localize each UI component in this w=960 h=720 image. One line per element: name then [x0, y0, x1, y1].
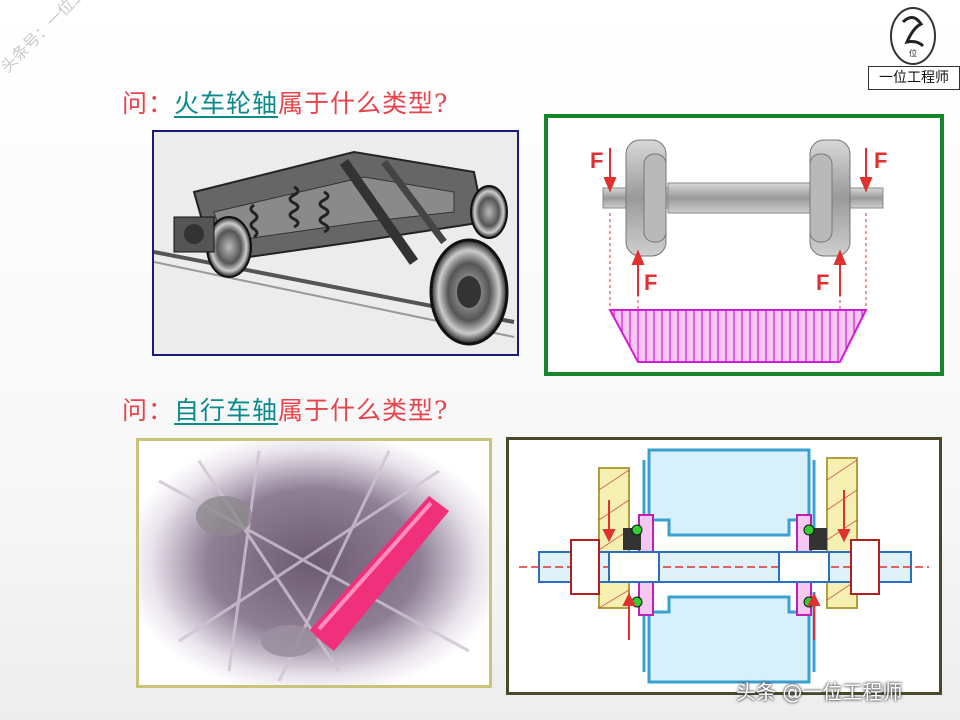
question-keyword: 自行车轴: [174, 396, 279, 425]
question-bicycle-axle: 问：自行车轴属于什么类型?: [122, 391, 448, 427]
force-label-left-bottom: F: [644, 270, 657, 295]
train-bogie-illustration: [153, 132, 517, 354]
force-label-right-bottom: F: [816, 270, 829, 295]
axle-load-diagram: F F F F: [590, 139, 887, 363]
watermark-text: 头条号：一位工程师: [0, 0, 113, 77]
train-axle-diagram: F F F F: [544, 114, 944, 376]
question-lead: 问：: [122, 89, 175, 118]
question-lead: 问：: [122, 396, 175, 425]
question-keyword: 火车轮轴: [174, 89, 279, 118]
logo-emblem: 位: [890, 7, 936, 65]
logo-label: 一位工程师: [868, 66, 960, 90]
force-label-left-top: F: [590, 148, 603, 173]
logo-mark-char: 位: [909, 48, 917, 58]
question-tail: 属于什么类型?: [278, 89, 449, 118]
question-tail: 属于什么类型?: [278, 396, 449, 425]
bicycle-hub-illustration: [139, 441, 489, 685]
axle-section-drawing: [519, 448, 929, 684]
footer-watermark: 头条 @一位工程师: [736, 680, 903, 704]
bicycle-axle-section-diagram: [506, 437, 942, 695]
force-label-right-top: F: [874, 148, 887, 173]
question-train-axle: 问：火车轮轴属于什么类型?: [122, 84, 448, 120]
bicycle-hub-photo: [136, 438, 492, 688]
train-bogie-photo: [152, 130, 519, 356]
